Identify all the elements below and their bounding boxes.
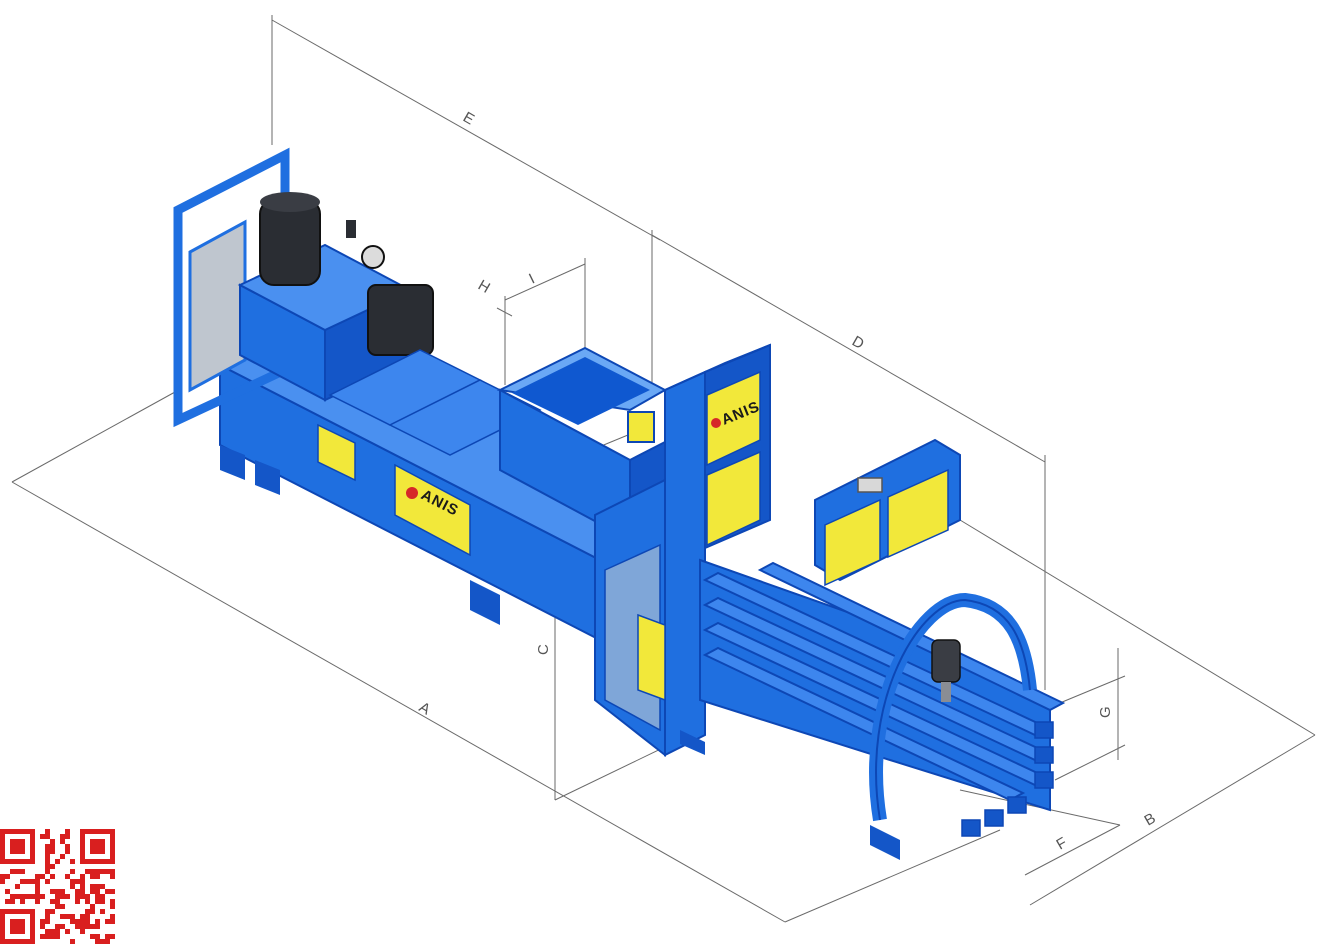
dim-label-a: A <box>416 699 433 719</box>
yellow-panel-column-top <box>706 370 761 467</box>
dim-label-b: B <box>1142 810 1159 830</box>
filler-cap <box>346 220 356 238</box>
yellow-grille <box>637 613 666 702</box>
right-foot <box>470 580 500 625</box>
mid-foot <box>255 460 280 495</box>
door-cylinder-rod <box>941 682 951 702</box>
qr-code[interactable] <box>0 829 115 944</box>
motor-cap <box>260 192 320 212</box>
guard-mesh <box>188 219 247 393</box>
bale-door-hoop-edge <box>875 598 1031 821</box>
motor <box>259 199 321 286</box>
door-cylinder <box>931 639 961 683</box>
dim-label-e: E <box>460 109 477 129</box>
dim-label-g: G <box>1097 706 1114 718</box>
column-foot <box>680 730 705 755</box>
gauge <box>361 245 385 269</box>
yellow-panel-small <box>317 423 356 482</box>
brand-logo-mark-column <box>711 418 721 428</box>
yellow-panel-column-bottom <box>706 450 761 547</box>
left-foot <box>220 445 245 480</box>
yellow-panel-arm-2 <box>887 468 949 559</box>
front-foot <box>870 825 900 860</box>
dimension-lines <box>11 15 1316 923</box>
dim-label-c: C <box>535 644 552 655</box>
baler-machine: ANIS ANIS <box>173 147 1066 860</box>
column-top <box>664 344 771 391</box>
arm-plate <box>857 477 883 493</box>
rail-ends <box>961 721 1054 837</box>
dim-label-i: I <box>526 270 537 287</box>
valve-block <box>367 284 434 356</box>
hopper-window <box>627 411 655 443</box>
dim-label-f: F <box>1054 834 1070 853</box>
hopper-opening <box>512 357 650 425</box>
yellow-panel-arm-1 <box>824 498 881 587</box>
dim-label-h: H <box>475 277 493 297</box>
brand-logo-mark-left <box>406 487 418 499</box>
